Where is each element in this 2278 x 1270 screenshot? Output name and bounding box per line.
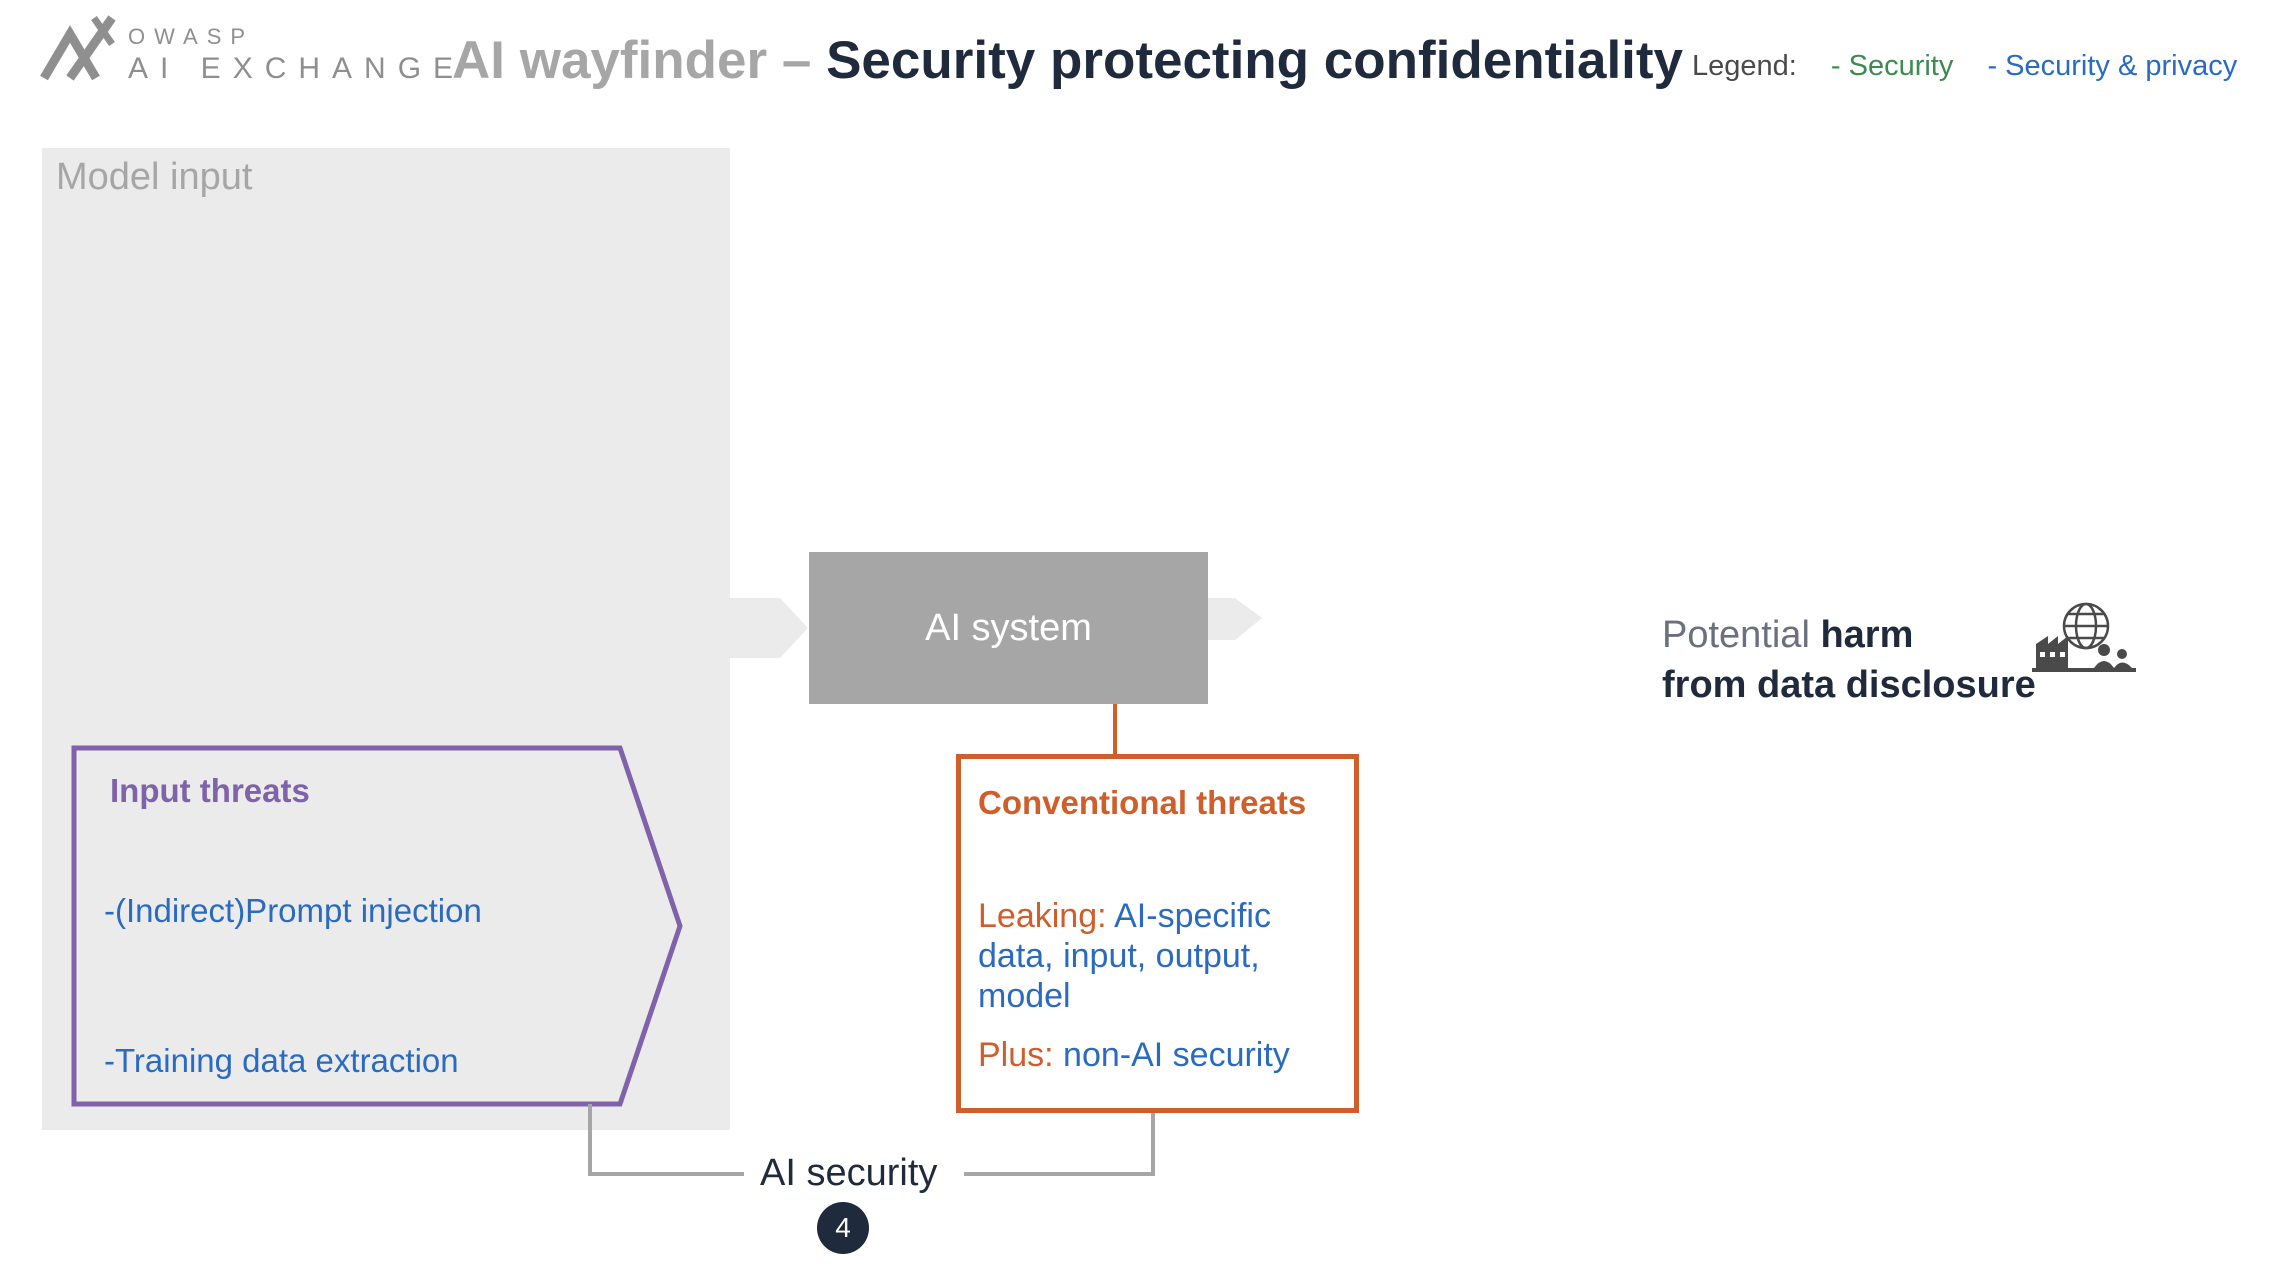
input-threat-item: -(Indirect)Prompt injection xyxy=(104,892,482,929)
title-main: Security protecting confidentiality xyxy=(826,31,1684,90)
input-to-security-connector xyxy=(588,1104,744,1176)
legend-security-privacy: - Security & privacy xyxy=(1987,50,2238,82)
logo-exchange-text: AI EXCHANGE xyxy=(128,52,466,85)
legend-label: Legend: xyxy=(1692,50,1797,82)
harm-line2: from data disclosure xyxy=(1662,664,2036,706)
plus-items: non-AI security xyxy=(1063,1036,1290,1074)
ai-system-box: AI system xyxy=(809,552,1208,704)
conventional-threats-box xyxy=(956,754,1359,1113)
leaking-prefix: Leaking: xyxy=(978,897,1107,935)
plus-prefix: Plus: xyxy=(978,1036,1054,1074)
legend: Legend: - Security - Security & privacy xyxy=(1692,50,2263,83)
potential-harm-text: Potential harm from data disclosure xyxy=(1662,610,2036,710)
ai-security-label: AI security xyxy=(760,1152,938,1194)
model-input-label: Model input xyxy=(56,156,253,198)
title-prefix: AI wayfinder – xyxy=(452,31,812,90)
input-threat-item: -Training data extraction xyxy=(104,1042,459,1079)
globe-factory-people-icon xyxy=(2032,602,2136,672)
system-output-arrow xyxy=(1208,598,1262,640)
leaking-text: Leaking: AI-specific data, input, output… xyxy=(978,896,1328,1016)
harm-bold: harm xyxy=(1820,614,1914,656)
owasp-logo-icon xyxy=(40,15,116,81)
harm-prefix: Potential xyxy=(1662,614,1810,656)
input-to-system-arrow xyxy=(730,598,808,658)
conventional-threats-title: Conventional threats xyxy=(978,784,1307,821)
input-threats-shape xyxy=(71,745,683,1107)
number-badge: 4 xyxy=(817,1202,869,1254)
logo-owasp-text: OWASP xyxy=(128,24,255,49)
plus-text: Plus: non-AI security xyxy=(978,1036,1290,1075)
leaking-items: AI-specific data, input, output, model xyxy=(978,897,1271,1015)
page-title: AI wayfinder – Security protecting confi… xyxy=(452,30,1683,91)
conventional-to-security-connector xyxy=(964,1108,1155,1176)
input-threats-title: Input threats xyxy=(110,772,310,809)
legend-security: - Security xyxy=(1830,50,1954,82)
